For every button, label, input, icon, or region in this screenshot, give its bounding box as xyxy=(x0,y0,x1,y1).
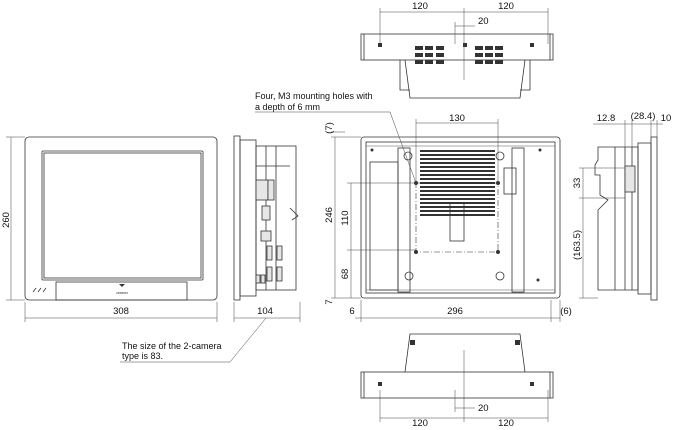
rear-view: 130 246 (7) 7 110 68 296 6 (6) Four, M3 … xyxy=(255,91,572,322)
top-dim-20: 20 xyxy=(478,16,489,27)
dim-7-top: (7) xyxy=(324,122,335,134)
dim-308: 308 xyxy=(113,306,129,317)
dim-33: 33 xyxy=(572,178,583,189)
omron-logo: omron xyxy=(116,290,127,295)
bottom-dim-left-120: 120 xyxy=(412,418,428,429)
dim-296: 296 xyxy=(447,306,463,317)
mounting-hole-note-line2: a depth of 6 mm xyxy=(255,102,320,112)
dim-130: 130 xyxy=(449,113,465,124)
right-side-view: 33 (163.5) 12.8 (28.4) 10 xyxy=(572,111,672,301)
dim-260: 260 xyxy=(1,212,12,228)
dim-6-left: 6 xyxy=(349,306,354,317)
dim-104: 104 xyxy=(257,306,273,317)
dim-110: 110 xyxy=(340,210,351,225)
side-view: 104 The size of the 2-camera type is 83. xyxy=(120,135,301,363)
mounting-hole-note-line1: Four, M3 mounting holes with xyxy=(255,91,373,101)
dim-246: 246 xyxy=(324,207,335,223)
dim-7-bottom: 7 xyxy=(324,299,335,304)
front-view: omron 260 308 xyxy=(1,136,218,322)
bottom-view: 120 120 20 xyxy=(360,333,554,429)
bottom-dim-20: 20 xyxy=(478,403,489,414)
two-camera-note-line1: The size of the 2-camera xyxy=(122,341,222,351)
dim-10: 10 xyxy=(661,113,672,124)
bottom-dim-right-120: 120 xyxy=(498,418,514,429)
top-dim-right-120: 120 xyxy=(498,1,514,12)
dim-163-5: (163.5) xyxy=(572,230,583,260)
dim-6-right: (6) xyxy=(560,306,572,317)
dim-28-4: (28.4) xyxy=(631,111,656,122)
dim-12-8: 12.8 xyxy=(597,113,616,124)
top-view: 120 120 20 xyxy=(360,1,554,99)
dim-68: 68 xyxy=(340,269,351,280)
two-camera-note-line2: type is 83. xyxy=(122,351,163,361)
top-dim-left-120: 120 xyxy=(412,1,428,12)
